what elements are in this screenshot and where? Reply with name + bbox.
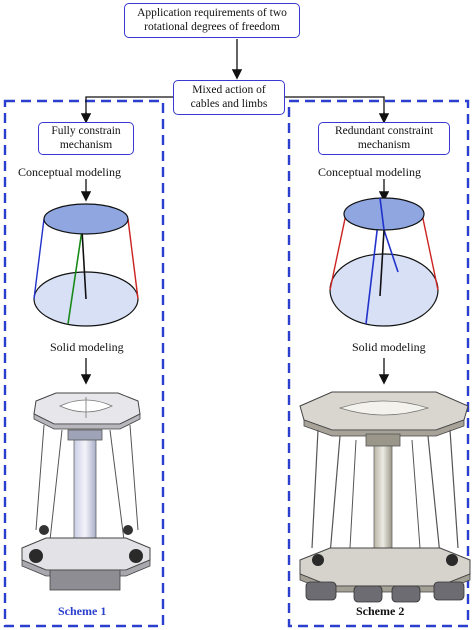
left-box-line1: Fully constrain [51,125,121,137]
middle-box-line1: Mixed action of [192,84,266,96]
top-box-line1: Application requirements of two [137,7,287,19]
scheme-2-label: Scheme 2 [356,604,405,618]
right-box-line2: mechanism [357,139,411,151]
left-dashed-frame [3,99,165,628]
right-conceptual-model [329,197,439,327]
right-conceptual-label: Conceptual modeling [318,165,421,179]
right-dashed-frame [287,99,470,628]
top-box-line2: rotational degrees of freedom [144,21,280,33]
left-solid-model [21,392,151,591]
right-mechanism-box: Redundant constraint mechanism [318,122,450,155]
scheme-1-label: Scheme 1 [58,604,107,618]
right-solid-label: Solid modeling [352,340,426,354]
left-conceptual-model [33,203,139,327]
mixed-action-box: Mixed action of cables and limbs [173,80,285,115]
left-mechanism-box: Fully constrain mechanism [38,122,134,155]
right-solid-model [299,391,471,603]
right-box-line1: Redundant constraint [334,125,434,137]
left-solid-label: Solid modeling [50,340,124,354]
left-conceptual-label: Conceptual modeling [18,165,121,179]
left-box-line2: mechanism [59,139,113,151]
middle-box-line2: cables and limbs [190,98,268,110]
top-requirements-box: Application requirements of two rotation… [124,3,300,38]
